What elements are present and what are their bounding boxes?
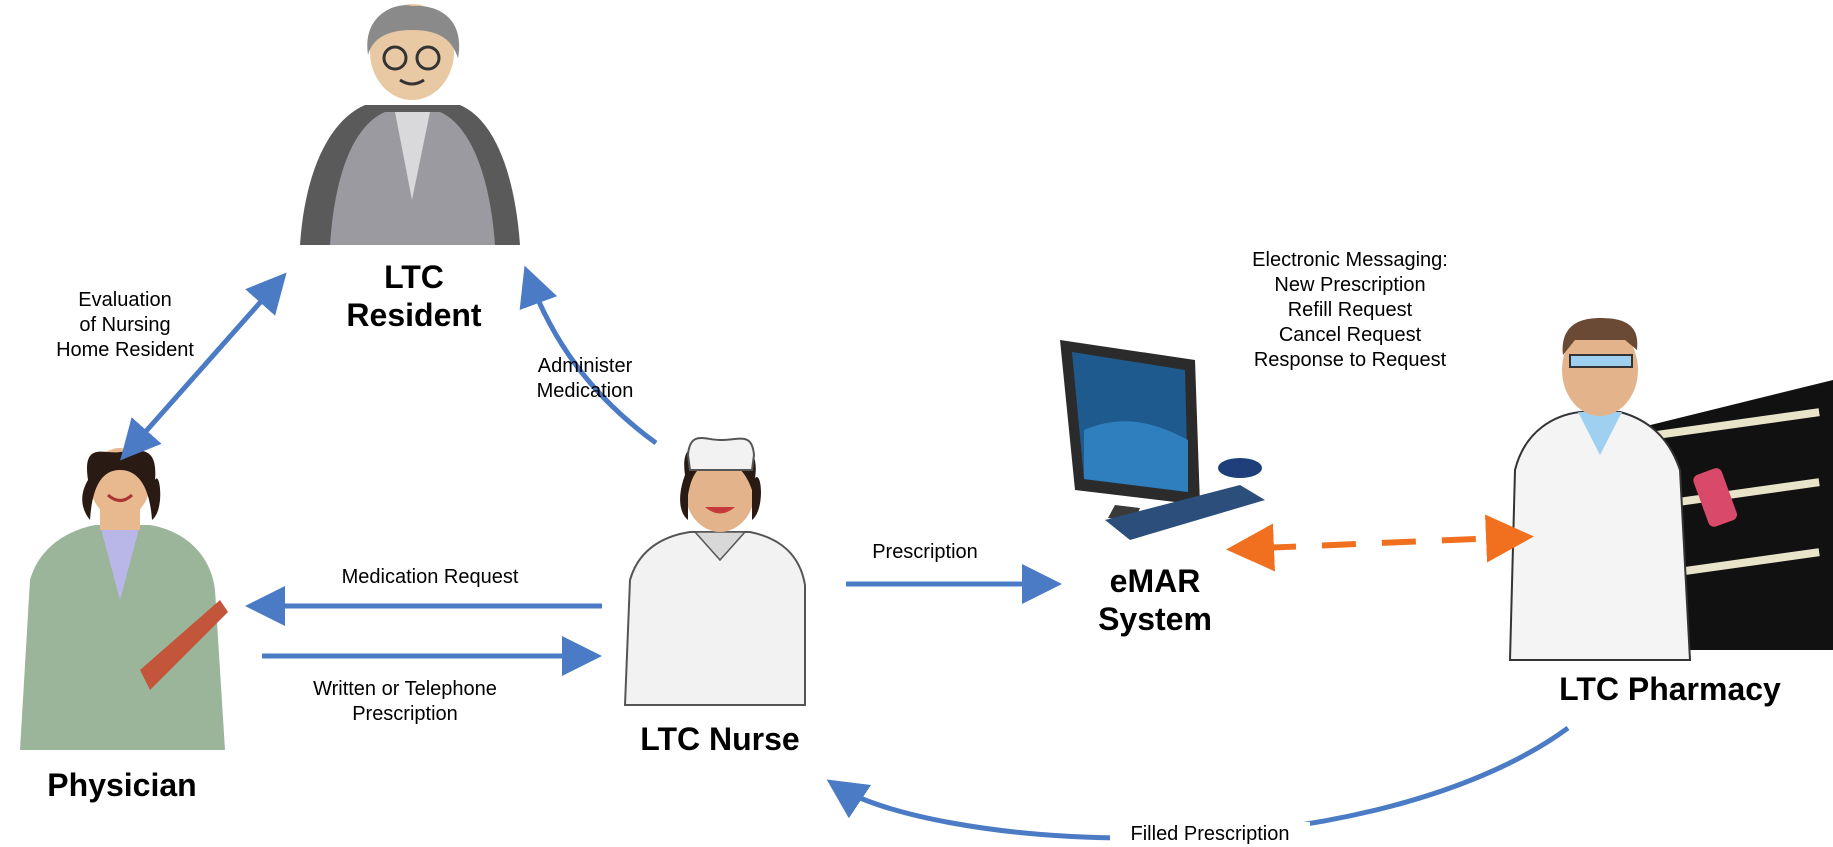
medication-request-label: Medication Request — [341, 566, 519, 588]
written-prescription-label-line1: Written or Telephone — [313, 678, 497, 700]
evaluation-label-line2: of Nursing — [79, 314, 171, 336]
administer-label-line2: Medication — [536, 380, 634, 402]
administer-label: Administer Medication — [520, 354, 650, 404]
messaging-arrow — [1226, 514, 1534, 572]
resident-label-line2: Resident — [346, 297, 482, 333]
physician-label: Physician — [47, 767, 197, 803]
nurse-illustration — [623, 437, 806, 706]
messaging-title: Electronic Messaging: — [1252, 249, 1448, 271]
evaluation-arrow — [120, 272, 287, 461]
resident-label: LTC Resident — [344, 258, 484, 334]
evaluation-label-line3: Home Resident — [56, 339, 194, 361]
emar-label-line2: System — [1098, 601, 1212, 637]
written-prescription-label: Written or Telephone Prescription — [290, 677, 520, 727]
evaluation-label: Evaluation of Nursing Home Resident — [40, 288, 210, 363]
filled-prescription-label: Filled Prescription — [1110, 822, 1310, 847]
emar-label-line1: eMAR — [1109, 563, 1201, 599]
messaging-list: Electronic Messaging: New Prescription R… — [1230, 248, 1470, 373]
physician-illustration — [20, 448, 228, 750]
messaging-item-3: Cancel Request — [1278, 324, 1422, 346]
pharmacist-illustration — [1508, 318, 1833, 661]
messaging-item-2: Refill Request — [1287, 299, 1413, 321]
evaluation-label-line1: Evaluation — [78, 289, 172, 311]
written-prescription-label-line2: Prescription — [352, 703, 458, 725]
messaging-item-4: Response to Request — [1253, 349, 1447, 371]
emar-label: eMAR System — [1080, 562, 1230, 638]
prescription-label: Prescription — [872, 541, 978, 563]
resident-illustration — [300, 4, 520, 245]
pharmacy-label: LTC Pharmacy — [1559, 671, 1781, 707]
messaging-item-1: New Prescription — [1274, 274, 1426, 296]
resident-label-line1: LTC — [384, 259, 444, 295]
emar-computer-illustration — [1060, 340, 1265, 540]
nurse-label: LTC Nurse — [640, 721, 800, 757]
administer-label-line1: Administer — [537, 355, 633, 377]
administer-arrow — [519, 265, 658, 446]
